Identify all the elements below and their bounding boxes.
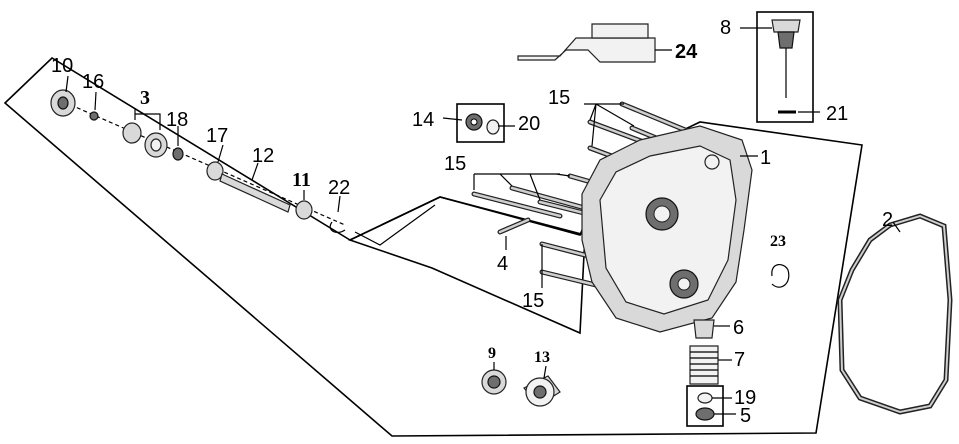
callout-2: 2 bbox=[882, 209, 893, 231]
callout-15-top: 15 bbox=[548, 87, 570, 109]
circlip-23 bbox=[771, 264, 790, 288]
circlip-leader bbox=[354, 204, 436, 246]
callout-6: 6 bbox=[733, 317, 744, 339]
callout-24: 24 bbox=[675, 41, 698, 63]
callout-17: 17 bbox=[206, 125, 228, 147]
callout-4: 4 bbox=[497, 253, 508, 275]
callout-20: 20 bbox=[518, 113, 540, 135]
callout-8: 8 bbox=[720, 17, 731, 39]
dipstick-group bbox=[740, 11, 820, 123]
callout-11: 11 bbox=[292, 169, 311, 191]
callout-10: 10 bbox=[51, 55, 73, 77]
callout-5: 5 bbox=[740, 405, 751, 427]
callout-7: 7 bbox=[734, 349, 745, 371]
callout-22: 22 bbox=[328, 177, 350, 199]
water-pump-shaft bbox=[50, 75, 346, 234]
callout-12: 12 bbox=[252, 145, 274, 167]
shaft-group-outline bbox=[347, 196, 586, 335]
bearings bbox=[481, 362, 561, 407]
callout-15-middle: 15 bbox=[444, 153, 466, 175]
callout-3: 3 bbox=[140, 87, 150, 109]
callout-19: 19 bbox=[734, 387, 756, 409]
oring-plug-group bbox=[686, 385, 736, 427]
callout-13: 13 bbox=[534, 349, 550, 366]
callout-21: 21 bbox=[826, 103, 848, 125]
filter-cap-and-spring bbox=[689, 319, 732, 385]
seal-group bbox=[442, 103, 515, 143]
callout-23: 23 bbox=[770, 233, 786, 250]
gasket bbox=[837, 213, 953, 415]
dowel-pin bbox=[497, 217, 531, 250]
callout-15-lower: 15 bbox=[522, 290, 544, 312]
callout-1: 1 bbox=[760, 147, 771, 169]
crankcase-cover bbox=[581, 125, 758, 333]
callout-9: 9 bbox=[488, 345, 496, 362]
callout-14: 14 bbox=[412, 109, 434, 131]
callout-16: 16 bbox=[82, 71, 104, 93]
bracket-part bbox=[517, 23, 672, 63]
callout-18: 18 bbox=[166, 109, 188, 131]
